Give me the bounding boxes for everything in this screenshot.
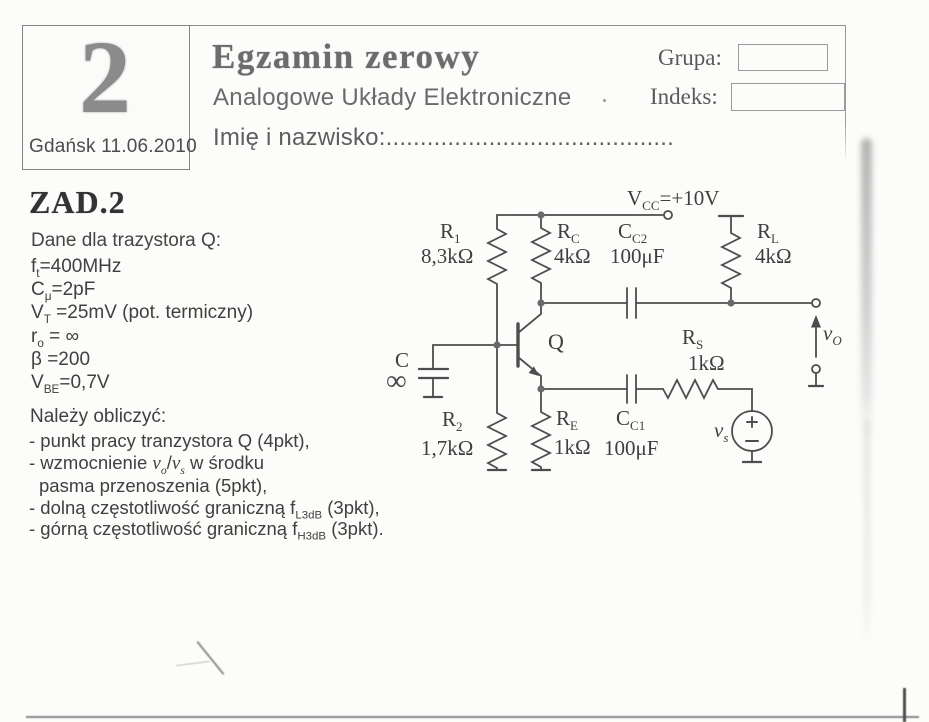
task-line-5: - górną częstotliwość graniczną fH3dB (3… [29, 518, 384, 544]
header-top-border [22, 25, 846, 26]
label-q: Q [548, 329, 564, 354]
given-data-line-vt: VT =25mV (pot. termiczny) [31, 302, 254, 327]
label-rl: RL [757, 219, 779, 247]
exam-title: Egzamin zerowy [212, 37, 481, 76]
node-dot-rail [537, 211, 545, 219]
grupa-box [738, 44, 828, 71]
value-rl: 4kΩ [755, 244, 792, 268]
tasks-title: Należy obliczyć: [30, 406, 167, 428]
resistor-rl-symbol [719, 215, 743, 304]
label-vo: vO [823, 321, 842, 349]
resistor-r2-symbol [485, 344, 509, 471]
resistor-re-symbol [529, 388, 553, 471]
value-re: 1kΩ [554, 435, 591, 459]
given-data-line-ro: ro = ∞ [31, 325, 80, 350]
resistor-rs-symbol [662, 377, 719, 401]
label-c-inf: C [395, 348, 410, 372]
scan-artifact-right-streak [861, 138, 872, 438]
given-data-line-ft: ft=400MHz [31, 256, 122, 280]
value-rs: 1kΩ [688, 351, 725, 375]
label-rs: RS [682, 325, 704, 353]
problem-statement: ZAD.2 Dane dla trazystora Q: ft=400MHz C… [29, 184, 389, 544]
indeks-label: Indeks: [650, 84, 718, 109]
task-line-1: - punkt pracy tranzystora Q (4pkt), [29, 430, 310, 452]
task-line-2: - wzmocnienie vo/vs w środku [29, 452, 265, 477]
resistor-r1-symbol [485, 214, 509, 346]
date-place: Gdańsk 11.06.2010 [29, 136, 197, 157]
problem-heading: ZAD.2 [29, 184, 126, 220]
terminal-vcc [663, 210, 673, 220]
label-cc2: CC2 [618, 219, 648, 247]
label-r2: R2 [442, 407, 463, 435]
label-vcc: VCC=+10V [627, 186, 720, 214]
label-r1: R1 [440, 219, 461, 247]
exam-number-box [22, 25, 190, 170]
value-cc1: 100μF [604, 436, 659, 460]
terminal-vo [811, 364, 821, 374]
given-data-line-vbe: VBE=0,7V [31, 372, 110, 396]
terminal-output [811, 298, 821, 308]
node-dot-rl [727, 299, 735, 307]
scan-artifact-dot [603, 99, 606, 102]
given-data-line-cmu: Cμ=2pF [31, 279, 96, 303]
indeks-box [731, 83, 845, 111]
given-data-line-beta: β =200 [31, 348, 91, 370]
source-vs-plus [746, 416, 758, 428]
node-dot-emitter [537, 385, 545, 393]
given-data-title: Dane dla trazystora Q: [31, 230, 222, 251]
label-cc1: CC1 [616, 406, 646, 434]
task-line-4: - dolną częstotliwość graniczną fL3dB (3… [29, 496, 380, 522]
transistor-q-emitter-arrow [528, 366, 539, 376]
wire-rs-to-vs [717, 388, 753, 412]
node-dot-base [493, 341, 501, 349]
value-c-inf: ∞ [386, 365, 407, 397]
scan-artifact-corner-tick [903, 688, 906, 722]
label-rc: RC [557, 219, 580, 247]
name-line: Imię i nazwisko:........................… [213, 124, 675, 151]
resistor-rc-symbol [529, 214, 553, 304]
value-r1: 8,3kΩ [421, 244, 474, 268]
transistor-q-emitter [517, 356, 542, 390]
scan-artifact-right-streak-lower [864, 420, 870, 650]
transistor-q-collector [517, 302, 542, 334]
grupa-label: Grupa: [658, 45, 722, 70]
value-cc2: 100μF [610, 244, 665, 268]
scan-artifact-bottom-edge [26, 716, 919, 719]
label-vs: vs [714, 418, 729, 446]
value-rc: 4kΩ [554, 244, 591, 268]
course-subtitle: Analogowe Układy Elektroniczne [213, 84, 572, 111]
exam-number: 2 [79, 20, 131, 135]
vo-arrow-head [811, 315, 821, 328]
node-dot-collector [537, 299, 545, 307]
header-right-border [845, 25, 846, 162]
task-line-3: pasma przenoszenia (5pkt), [39, 474, 268, 496]
label-re: RE [556, 406, 578, 434]
value-r2: 1,7kΩ [421, 436, 474, 460]
